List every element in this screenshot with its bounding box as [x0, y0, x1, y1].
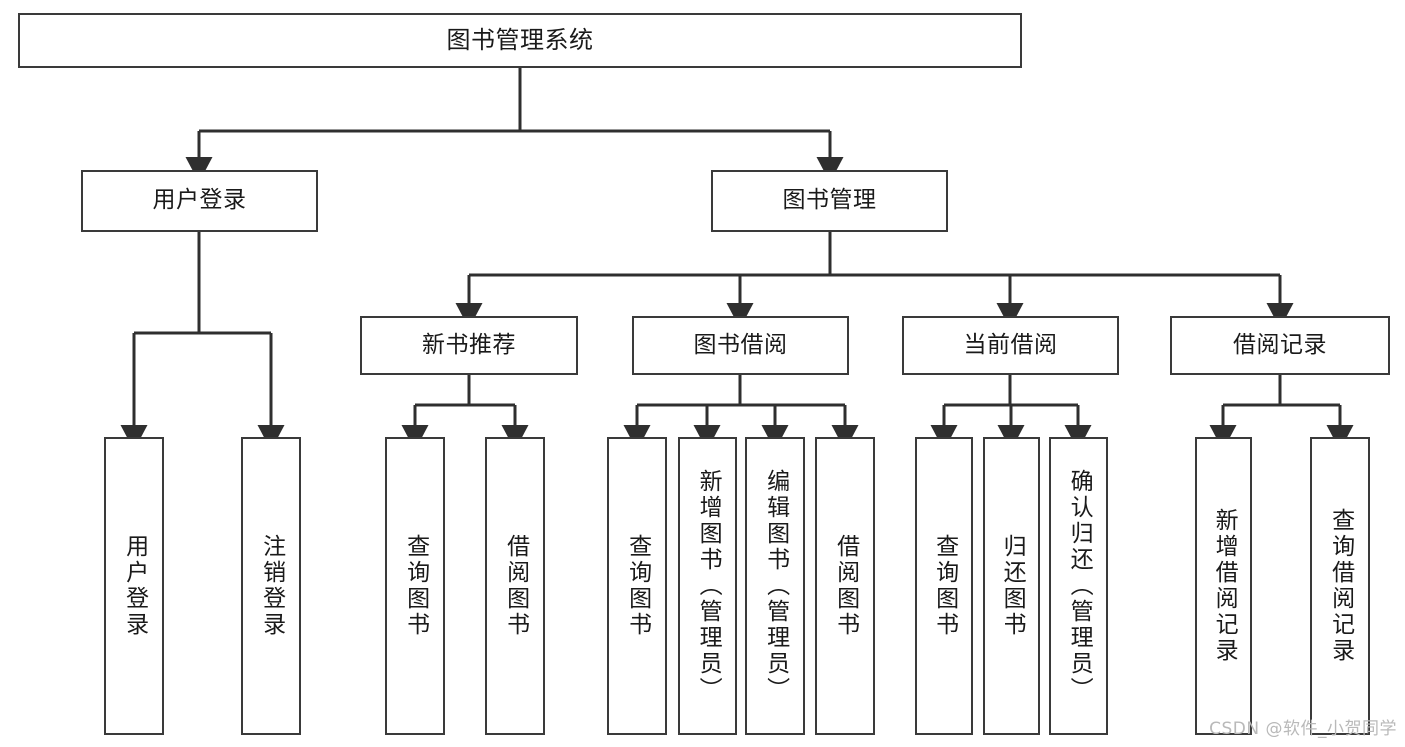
leaf-confirm-return-label: 确认归还（管理员）: [1066, 469, 1093, 703]
leaf-borrow-book-1[interactable]: 借阅图书: [485, 437, 545, 735]
node-current-borrow-label: 当前借阅: [963, 331, 1058, 358]
leaf-confirm-return[interactable]: 确认归还（管理员）: [1049, 437, 1108, 735]
node-book-manage-label: 图书管理: [782, 187, 877, 214]
node-user-login[interactable]: 用户登录: [81, 170, 318, 232]
leaf-borrow-book-2-label: 借阅图书: [832, 534, 859, 638]
leaf-query-book-1[interactable]: 查询图书: [385, 437, 445, 735]
leaf-add-book-label: 新增图书（管理员）: [695, 469, 722, 703]
node-current-borrow[interactable]: 当前借阅: [902, 316, 1119, 375]
leaf-query-record-label: 查询借阅记录: [1327, 508, 1354, 664]
leaf-query-book-3[interactable]: 查询图书: [915, 437, 973, 735]
leaf-user-login-label: 用户登录: [121, 534, 148, 638]
leaf-query-book-2[interactable]: 查询图书: [607, 437, 667, 735]
leaf-user-login[interactable]: 用户登录: [104, 437, 164, 735]
node-book-borrow[interactable]: 图书借阅: [632, 316, 849, 375]
leaf-logout[interactable]: 注销登录: [241, 437, 301, 735]
leaf-borrow-book-1-label: 借阅图书: [502, 534, 529, 638]
node-book-manage[interactable]: 图书管理: [711, 170, 948, 232]
leaf-return-book[interactable]: 归还图书: [983, 437, 1040, 735]
node-root-label: 图书管理系统: [446, 26, 594, 55]
leaf-borrow-book-2[interactable]: 借阅图书: [815, 437, 875, 735]
leaf-return-book-label: 归还图书: [999, 534, 1026, 638]
leaf-query-record[interactable]: 查询借阅记录: [1310, 437, 1370, 735]
node-new-book-rec[interactable]: 新书推荐: [360, 316, 578, 375]
leaf-add-record-label: 新增借阅记录: [1211, 508, 1238, 664]
node-user-login-label: 用户登录: [152, 187, 247, 214]
leaf-query-book-3-label: 查询图书: [931, 534, 958, 638]
node-root[interactable]: 图书管理系统: [18, 13, 1022, 68]
leaf-edit-book[interactable]: 编辑图书（管理员）: [745, 437, 805, 735]
leaf-add-book[interactable]: 新增图书（管理员）: [678, 437, 737, 735]
leaf-query-book-1-label: 查询图书: [402, 534, 429, 638]
leaf-query-book-2-label: 查询图书: [624, 534, 651, 638]
watermark: CSDN @软件_小贺同学: [1209, 719, 1397, 739]
leaf-edit-book-label: 编辑图书（管理员）: [762, 469, 789, 703]
leaf-logout-label: 注销登录: [258, 534, 285, 638]
node-borrow-record-label: 借阅记录: [1233, 331, 1327, 358]
node-new-book-rec-label: 新书推荐: [422, 331, 516, 358]
node-book-borrow-label: 图书借阅: [693, 331, 788, 358]
leaf-add-record[interactable]: 新增借阅记录: [1195, 437, 1252, 735]
node-borrow-record[interactable]: 借阅记录: [1170, 316, 1390, 375]
